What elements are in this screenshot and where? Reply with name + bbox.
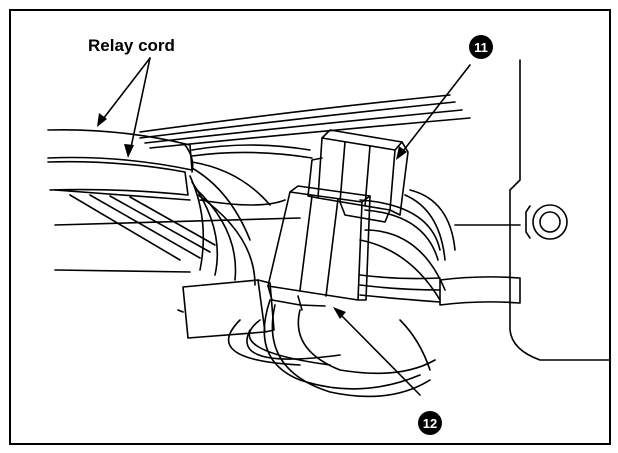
screw-outer xyxy=(532,204,568,240)
connector-left xyxy=(177,279,275,339)
leader-11 xyxy=(399,64,471,156)
output-cable xyxy=(439,276,521,306)
callout-12-number: 12 xyxy=(423,416,437,431)
leader-12 xyxy=(337,311,421,396)
relay-cord-lower xyxy=(47,160,189,196)
line-art xyxy=(47,57,611,398)
screw-inner xyxy=(539,211,561,233)
arrowheads xyxy=(97,113,407,319)
callout-12-badge: 12 xyxy=(418,411,442,435)
callout-11-badge: 11 xyxy=(469,35,493,59)
callout-11-number: 11 xyxy=(474,40,488,55)
relay-cord-leaders xyxy=(99,57,151,153)
machine-plate xyxy=(509,59,611,361)
connector-12 xyxy=(267,185,371,311)
relay-cord-label: Relay cord xyxy=(88,36,175,55)
